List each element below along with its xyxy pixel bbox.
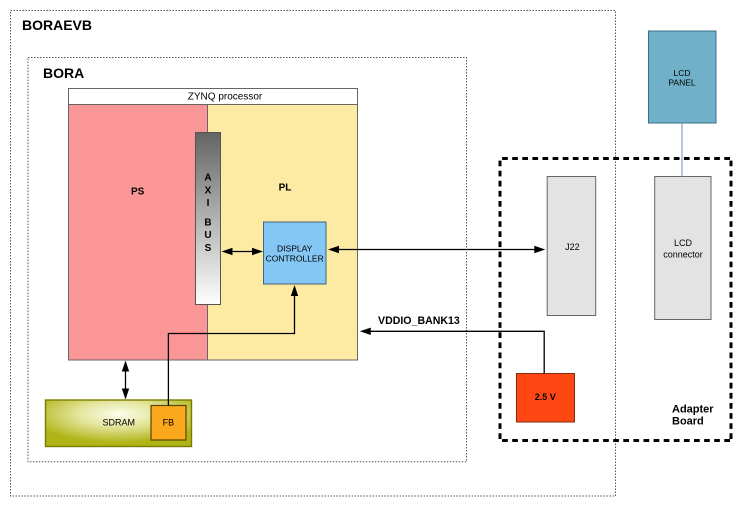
svg-text:connector: connector [663, 250, 703, 260]
svg-text:CONTROLLER: CONTROLLER [266, 254, 324, 264]
svg-text:VDDIO_BANK13: VDDIO_BANK13 [378, 315, 460, 327]
svg-text:DISPLAY: DISPLAY [277, 244, 313, 254]
svg-text:PANEL: PANEL [668, 78, 696, 88]
svg-text:FB: FB [163, 418, 175, 428]
svg-text:Adapter: Adapter [672, 404, 714, 416]
svg-text:ZYNQ processor: ZYNQ processor [188, 92, 263, 103]
svg-text:A: A [204, 173, 211, 184]
svg-text:B: B [204, 218, 211, 229]
svg-text:LCD: LCD [674, 238, 693, 248]
svg-text:LCD: LCD [673, 68, 690, 78]
svg-text:SDRAM: SDRAM [102, 418, 135, 428]
svg-text:X: X [205, 186, 212, 197]
svg-text:U: U [204, 230, 211, 241]
svg-text:BORAEVB: BORAEVB [22, 17, 92, 33]
svg-text:J22: J22 [565, 242, 580, 252]
svg-text:S: S [205, 243, 212, 254]
svg-text:2.5 V: 2.5 V [535, 392, 556, 402]
svg-text:I: I [207, 198, 210, 209]
svg-text:PL: PL [279, 183, 292, 194]
svg-text:BORA: BORA [43, 65, 84, 81]
svg-text:PS: PS [131, 187, 145, 198]
svg-text:Board: Board [672, 416, 704, 428]
